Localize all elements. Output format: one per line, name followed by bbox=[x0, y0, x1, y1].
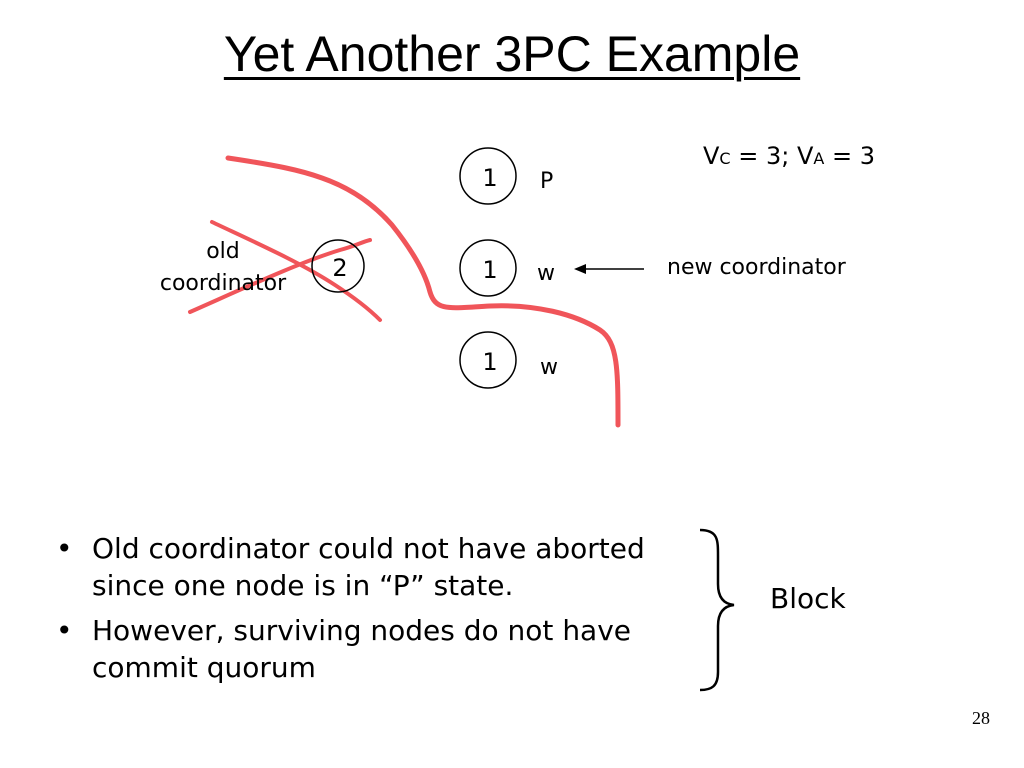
old-coordinator-label: old coordinator bbox=[140, 236, 306, 300]
new-coordinator-arrow bbox=[574, 264, 644, 274]
node-number: 1 bbox=[482, 256, 497, 284]
arrow-head bbox=[574, 264, 586, 274]
old-coordinator-label-line1: old bbox=[206, 239, 240, 264]
va-label: V bbox=[796, 142, 814, 170]
va-value: = 3 bbox=[824, 142, 875, 170]
vc-subscript: C bbox=[719, 149, 731, 168]
brace-label: Block bbox=[770, 582, 846, 615]
va-subscript: A bbox=[813, 149, 825, 168]
participant-node-2: 1 w bbox=[459, 239, 555, 297]
bullet-text: However, surviving nodes do not have com… bbox=[92, 614, 632, 684]
node-number: 1 bbox=[482, 348, 497, 376]
old-coordinator-node: 2 bbox=[311, 239, 365, 293]
bullet-marker: • bbox=[56, 614, 73, 647]
node-state: w bbox=[540, 355, 558, 380]
node-circle bbox=[311, 239, 365, 293]
new-coordinator-label: new coordinator bbox=[667, 255, 846, 280]
node-number: 2 bbox=[332, 254, 347, 282]
participant-node-3: 1 w bbox=[459, 331, 558, 389]
curly-brace bbox=[699, 528, 735, 692]
bullet-list: • Old coordinator could not have aborted… bbox=[56, 530, 706, 694]
bullet-item: • However, surviving nodes do not have c… bbox=[56, 612, 706, 686]
old-coordinator-label-line2: coordinator bbox=[159, 271, 287, 296]
slide-title: Yet Another 3PC Example bbox=[0, 22, 1024, 86]
node-circle bbox=[459, 331, 517, 389]
partition-line bbox=[225, 155, 621, 428]
node-circle bbox=[459, 147, 517, 205]
bullet-text: Old coordinator could not have aborted s… bbox=[92, 532, 645, 602]
bullet-item: • Old coordinator could not have aborted… bbox=[56, 530, 706, 604]
slide-title-text: Yet Another 3PC Example bbox=[223, 26, 801, 82]
vc-value: = 3; bbox=[730, 142, 797, 170]
node-state: w bbox=[537, 261, 555, 286]
node-state: P bbox=[540, 169, 553, 194]
vc-label: V bbox=[703, 142, 720, 170]
node-number: 1 bbox=[482, 164, 497, 192]
cross-out-line-1 bbox=[210, 220, 382, 322]
page-number: 28 bbox=[972, 708, 990, 728]
cross-out-line-2 bbox=[188, 238, 372, 314]
participant-node-1: 1 P bbox=[459, 147, 553, 205]
node-circle bbox=[459, 239, 517, 297]
bullet-marker: • bbox=[56, 532, 73, 565]
vote-equation: VC = 3; VA = 3 bbox=[703, 142, 875, 170]
